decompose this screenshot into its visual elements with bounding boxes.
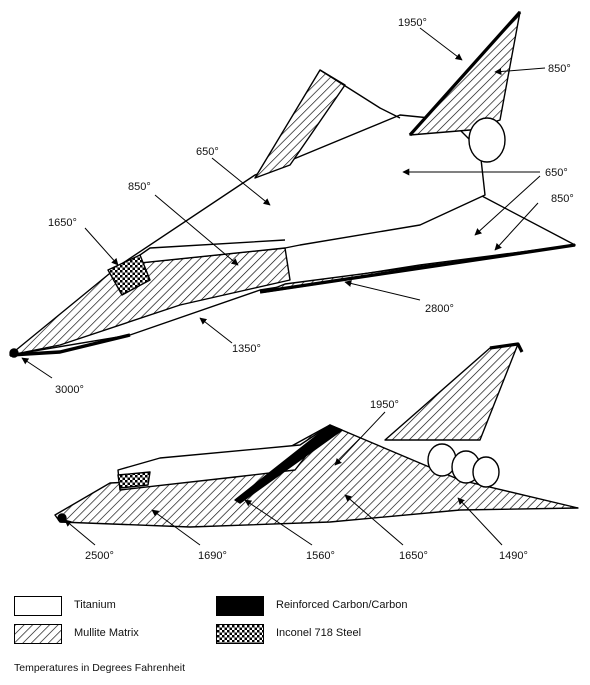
legend-label-carbon: Reinforced Carbon/Carbon <box>276 599 408 611</box>
label-top-leading-edge: 2800° <box>425 303 454 315</box>
top-rcc-leading-edge <box>9 243 576 357</box>
label-bottom-wing: 1650° <box>399 550 428 562</box>
bottom-inconel-patch <box>117 471 151 489</box>
label-top-tail-tip: 1950° <box>398 17 427 29</box>
footnote: Temperatures in Degrees Fahrenheit <box>14 662 186 674</box>
legend-label-mullite: Mullite Matrix <box>74 627 139 639</box>
bottom-rcc-strip <box>234 424 343 504</box>
label-bottom-forebody: 1690° <box>198 550 227 562</box>
label-top-tail-body: 850° <box>548 63 571 75</box>
top-view-vehicle <box>9 10 576 358</box>
label-bottom-mid: 1560° <box>306 550 335 562</box>
bottom-view-labels: 1950° 2500° 1690° 1560° 1650° 1490° <box>85 399 528 562</box>
label-top-canopy: 1650° <box>48 217 77 229</box>
legend-label-inconel: Inconel 718 Steel <box>276 627 362 639</box>
label-top-wing-edge: 850° <box>551 193 574 205</box>
legend-swatch-titanium <box>14 596 62 616</box>
legend-swatch-carbon <box>216 596 264 616</box>
bottom-engine-3 <box>472 456 500 488</box>
label-bottom-aft: 1490° <box>499 550 528 562</box>
label-top-fuselage-aft: 650° <box>545 167 568 179</box>
bottom-view-leaders <box>64 411 503 546</box>
top-inconel-patch <box>107 254 151 296</box>
top-root-fin <box>254 69 346 179</box>
bottom-vertical-tail <box>384 343 519 441</box>
top-view-labels: 1950° 850° 650° 650° 850° 850° 1650° 280… <box>48 17 574 396</box>
legend-swatch-mullite <box>14 624 62 644</box>
legend-label-titanium: Titanium <box>74 599 116 611</box>
top-chine-mullite <box>9 247 291 356</box>
label-top-chine: 850° <box>128 181 151 193</box>
label-top-chine-lower: 1350° <box>232 343 261 355</box>
label-bottom-tail: 1950° <box>370 399 399 411</box>
bottom-view-vehicle <box>54 342 579 528</box>
top-view-leaders <box>21 27 546 379</box>
label-bottom-nose: 2500° <box>85 550 114 562</box>
label-top-fuselage-upper: 650° <box>196 146 219 158</box>
top-engine <box>468 117 506 163</box>
legend-swatch-inconel <box>216 624 264 644</box>
label-top-nose: 3000° <box>55 384 84 396</box>
